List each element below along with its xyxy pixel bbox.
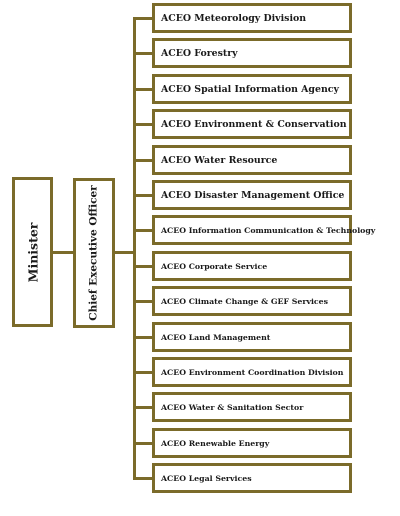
department-branch-connector [133, 265, 153, 268]
department-box: ACEO Information Communication & Technol… [152, 215, 375, 245]
department-box: ACEO Environment Coordination Division [152, 357, 352, 387]
department-label: ACEO Renewable Energy [161, 438, 270, 448]
department-box: ACEO Spatial Information Agency [152, 74, 352, 104]
department-box: ACEO Water Resource [152, 145, 352, 175]
department-box: ACEO Renewable Energy [152, 428, 352, 458]
department-label: ACEO Forestry [161, 47, 238, 59]
department-box: ACEO Land Management [152, 322, 352, 352]
department-box: ACEO Disaster Management Office [152, 180, 352, 210]
department-branch-connector [133, 194, 153, 197]
department-label: ACEO Land Management [161, 332, 271, 342]
minister-label: Minister [25, 222, 40, 282]
department-label: ACEO Disaster Management Office [161, 189, 345, 201]
department-label: ACEO Environment Coordination Division [161, 367, 344, 377]
department-label: ACEO Water & Sanitation Sector [161, 402, 304, 412]
department-branch-connector [133, 371, 153, 374]
ceo-label: Chief Executive Officer [88, 185, 101, 321]
department-box: ACEO Water & Sanitation Sector [152, 392, 352, 422]
department-label: ACEO Legal Services [161, 473, 252, 483]
department-branch-connector [133, 159, 153, 162]
department-box: ACEO Corporate Service [152, 251, 352, 281]
ceo-trunk-connector [114, 251, 134, 254]
vertical-spine [133, 17, 136, 480]
department-label: ACEO Information Communication & Technol… [161, 225, 376, 235]
ceo-box: Chief Executive Officer [73, 178, 115, 328]
minister-ceo-connector [52, 251, 74, 254]
minister-box: Minister [12, 177, 53, 327]
department-label: ACEO Meteorology Division [161, 12, 307, 24]
department-label: ACEO Water Resource [161, 154, 278, 166]
department-label: ACEO Climate Change & GEF Services [161, 296, 329, 306]
department-branch-connector [133, 336, 153, 339]
department-box: ACEO Legal Services [152, 463, 352, 493]
department-branch-connector [133, 406, 153, 409]
department-label: ACEO Spatial Information Agency [161, 83, 339, 95]
department-box: ACEO Forestry [152, 38, 352, 68]
department-branch-connector [133, 52, 153, 55]
department-box: ACEO Climate Change & GEF Services [152, 286, 352, 316]
department-branch-connector [133, 229, 153, 232]
department-branch-connector [133, 477, 153, 480]
department-branch-connector [133, 300, 153, 303]
department-branch-connector [133, 123, 153, 126]
department-label: ACEO Environment & Conservation [161, 118, 347, 130]
department-box: ACEO Environment & Conservation [152, 109, 352, 139]
department-branch-connector [133, 17, 153, 20]
department-label: ACEO Corporate Service [161, 261, 268, 271]
department-branch-connector [133, 88, 153, 91]
department-branch-connector [133, 442, 153, 445]
department-box: ACEO Meteorology Division [152, 3, 352, 33]
